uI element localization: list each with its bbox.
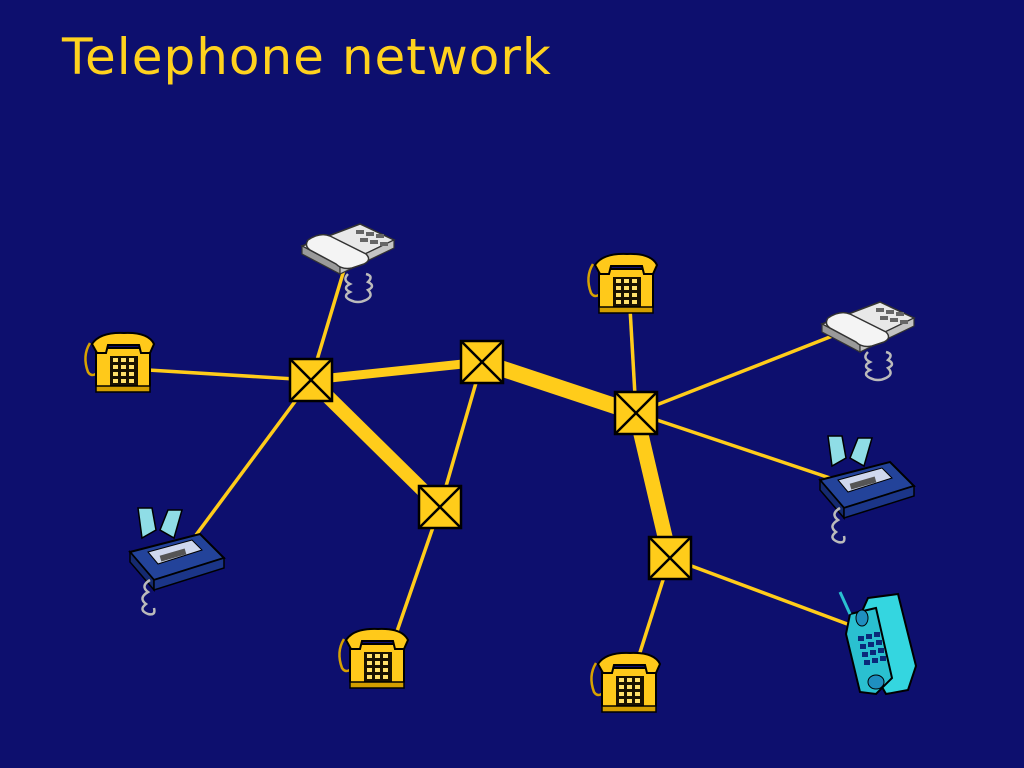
access-link	[669, 556, 851, 627]
desk-phone-icon	[84, 331, 156, 394]
gray-keypad-phone-icon	[300, 222, 396, 304]
access-link	[635, 411, 831, 480]
desk-phone-icon	[338, 627, 410, 690]
access-link	[147, 368, 312, 382]
slide-title: Telephone network	[62, 28, 552, 86]
switch-node	[613, 390, 659, 436]
cordless-phone-icon	[838, 590, 918, 696]
access-links	[147, 269, 851, 666]
desk-phone-icon	[587, 252, 659, 315]
fax-machine-icon	[818, 434, 916, 544]
access-link	[194, 378, 313, 537]
switch-node	[288, 357, 334, 403]
gray-keypad-phone-icon	[820, 300, 916, 382]
switch-node	[417, 484, 463, 530]
trunk-link	[479, 354, 639, 421]
fax-machine-icon	[128, 506, 226, 616]
trunk-link	[310, 357, 483, 385]
access-link	[438, 361, 484, 508]
switch-node	[459, 339, 505, 385]
desk-phone-icon	[590, 651, 662, 714]
access-link	[635, 331, 841, 415]
trunk-link	[628, 411, 678, 560]
switch-node	[647, 535, 693, 581]
